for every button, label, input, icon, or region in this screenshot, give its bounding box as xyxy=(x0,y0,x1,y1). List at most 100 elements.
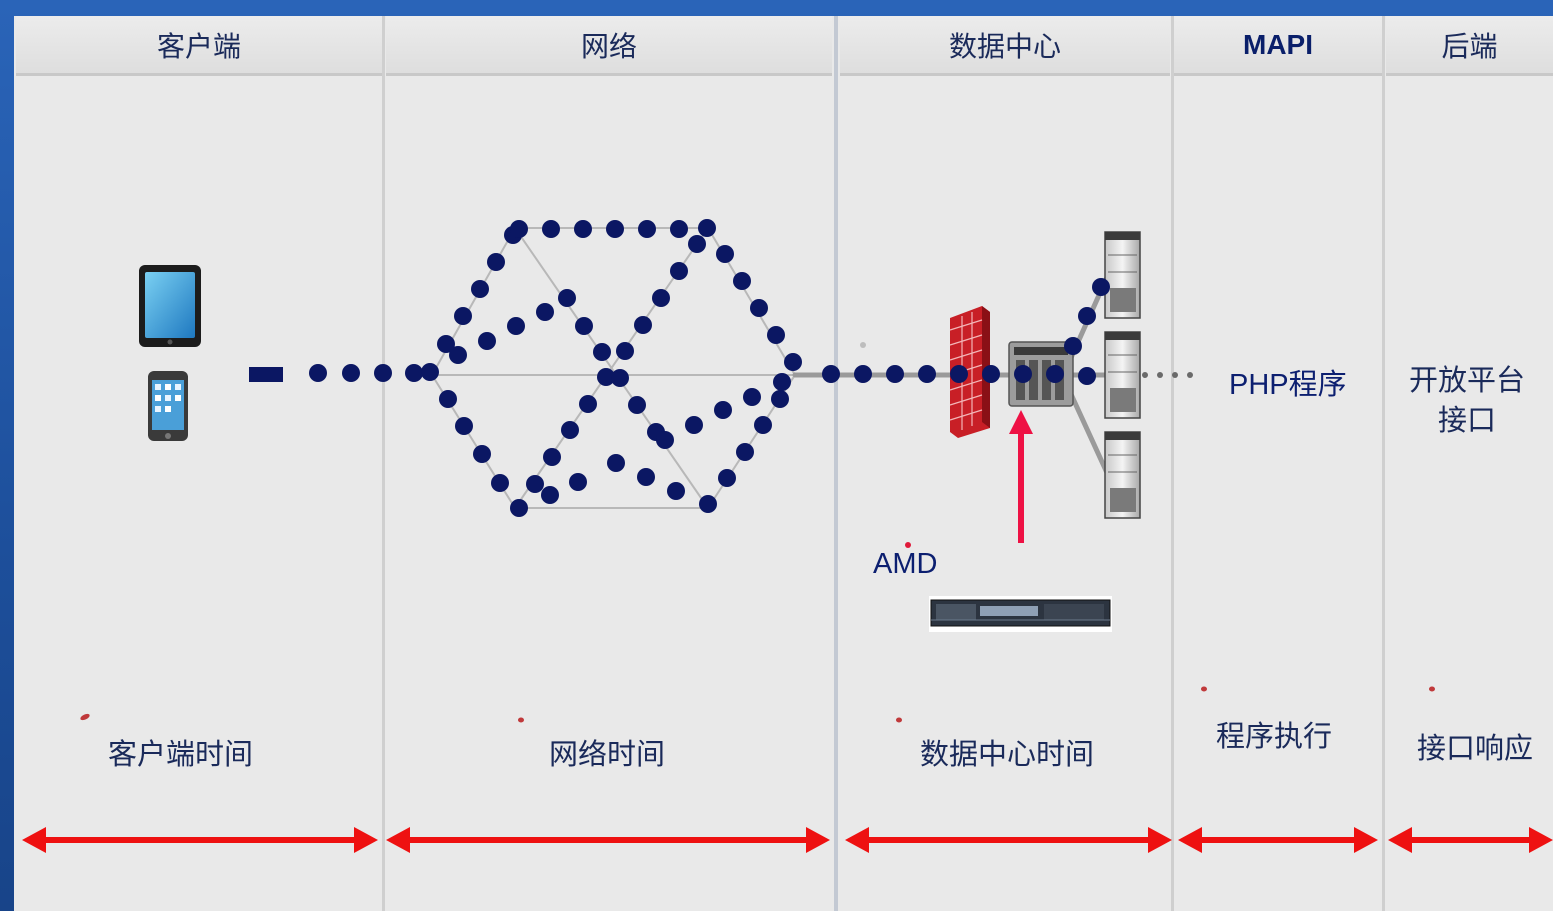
column-header-datacenter: 数据中心 xyxy=(840,16,1170,76)
path-dot xyxy=(714,401,732,419)
path-dot xyxy=(773,373,791,391)
path-dot xyxy=(637,468,655,486)
rack-server-icon xyxy=(1104,231,1141,319)
path-dot xyxy=(638,220,656,238)
path-dot xyxy=(575,317,593,335)
timing-arrow-head xyxy=(1388,827,1412,853)
path-dot xyxy=(699,495,717,513)
path-dot xyxy=(579,395,597,413)
path-dot xyxy=(1046,365,1064,383)
timing-arrow-head xyxy=(806,827,830,853)
network-time-label: 网络时间 xyxy=(549,737,666,771)
path-dot xyxy=(541,486,559,504)
path-dot xyxy=(628,396,646,414)
path-dot xyxy=(478,332,496,350)
path-dot xyxy=(455,417,473,435)
column-header-client: 客户端 xyxy=(16,16,382,76)
timing-arrow-head xyxy=(354,827,378,853)
path-dot xyxy=(574,220,592,238)
path-dot xyxy=(421,363,439,381)
path-dot xyxy=(1092,278,1110,296)
path-dot xyxy=(473,445,491,463)
path-dot xyxy=(616,342,634,360)
path-dot xyxy=(754,416,772,434)
path-dot xyxy=(606,220,624,238)
path-dot xyxy=(309,364,327,382)
diagram-canvas xyxy=(14,16,1553,911)
path-dot xyxy=(510,220,528,238)
path-dot xyxy=(593,343,611,361)
path-dot xyxy=(854,365,872,383)
path-dot xyxy=(771,390,789,408)
path-dot xyxy=(487,253,505,271)
path-dot xyxy=(784,353,802,371)
path-dot xyxy=(405,364,423,382)
column-header-mapi: MAPI xyxy=(1174,16,1382,76)
path-dot xyxy=(561,421,579,439)
path-dot xyxy=(750,299,768,317)
path-dot xyxy=(569,473,587,491)
annotation-ticks xyxy=(80,542,1435,723)
sparkle-dot xyxy=(860,342,866,348)
timing-arrows xyxy=(22,827,1553,853)
path-dot xyxy=(822,365,840,383)
column-divider xyxy=(834,16,838,911)
path-dot xyxy=(342,364,360,382)
path-dot xyxy=(685,416,703,434)
path-dot xyxy=(667,482,685,500)
path-dot xyxy=(507,317,525,335)
path-dot xyxy=(607,454,625,472)
column-header-network: 网络 xyxy=(386,16,832,76)
upward-arrow xyxy=(1009,410,1033,543)
path-dot xyxy=(1014,365,1032,383)
timing-arrow-head xyxy=(386,827,410,853)
amd-label: AMD xyxy=(873,548,938,580)
path-dot xyxy=(918,365,936,383)
client-time-label: 客户端时间 xyxy=(108,737,254,771)
path-dot xyxy=(543,448,561,466)
path-dot xyxy=(1078,307,1096,325)
path-dot xyxy=(471,280,489,298)
path-dot xyxy=(736,443,754,461)
path-dot xyxy=(652,289,670,307)
path-dot xyxy=(439,390,457,408)
path-dot xyxy=(510,499,528,517)
program-exec-label: 程序执行 xyxy=(1216,719,1333,753)
path-dot xyxy=(743,388,761,406)
smartphone-icon xyxy=(148,371,188,441)
amd-appliance-icon xyxy=(929,596,1112,632)
datacenter-time-label: 数据中心时间 xyxy=(920,737,1095,771)
dotted-path xyxy=(249,219,1110,517)
timing-arrow-head xyxy=(1148,827,1172,853)
column-header-backend: 后端 xyxy=(1386,16,1553,76)
timing-arrow-head xyxy=(1178,827,1202,853)
path-dot xyxy=(656,431,674,449)
tablet-icon xyxy=(139,265,201,347)
path-dot xyxy=(454,307,472,325)
path-dot xyxy=(670,262,688,280)
path-dot xyxy=(1064,337,1082,355)
open-api-label: 开放平台接口 xyxy=(1408,363,1525,437)
path-dot xyxy=(558,289,576,307)
path-dot xyxy=(491,474,509,492)
path-dot xyxy=(611,369,629,387)
path-dot xyxy=(634,316,652,334)
path-dot xyxy=(1078,367,1096,385)
path-dot xyxy=(374,364,392,382)
path-dot xyxy=(718,469,736,487)
api-response-label: 接口响应 xyxy=(1417,731,1534,765)
column-divider xyxy=(1171,16,1174,911)
path-dot xyxy=(449,346,467,364)
timing-arrow-head xyxy=(1529,827,1553,853)
timing-arrow-head xyxy=(1354,827,1378,853)
path-dot xyxy=(542,220,560,238)
path-dot xyxy=(526,475,544,493)
path-dot xyxy=(733,272,751,290)
path-dot xyxy=(982,365,1000,383)
path-dot xyxy=(698,219,716,237)
path-dot xyxy=(437,335,455,353)
path-dot xyxy=(688,235,706,253)
dash-marker xyxy=(249,367,283,382)
ellipsis-dots xyxy=(1142,372,1193,378)
